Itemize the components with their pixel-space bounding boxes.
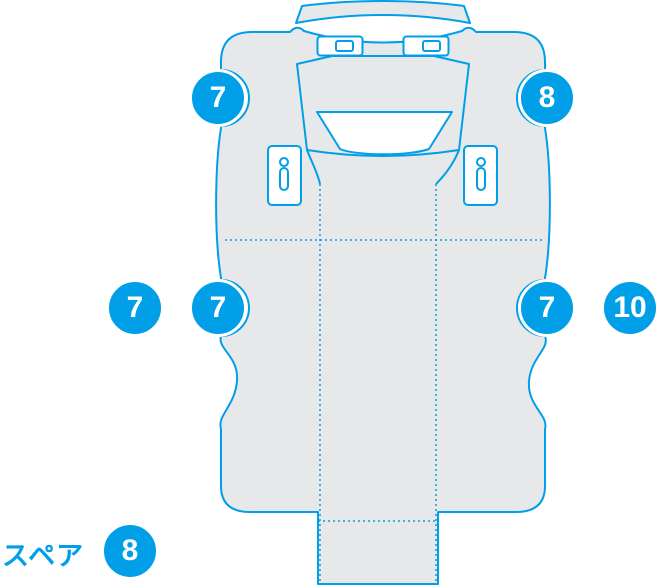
badge-mid-left-outer: 7: [106, 279, 164, 337]
post-slot-left: [316, 35, 364, 57]
badge-top-left: 7: [189, 69, 247, 127]
post-slot-right: [402, 35, 450, 57]
badge-mid-right-inner: 7: [518, 279, 576, 337]
collar-connector-left: [306, 149, 321, 185]
badge-spare: 8: [101, 522, 159, 580]
badge-mid-right-outer: 10: [601, 279, 659, 337]
top-handle-band: [295, 0, 471, 24]
spare-label: スペア: [2, 541, 85, 571]
badge-mid-left-inner: 7: [189, 279, 247, 337]
headrest-collar-outline: [296, 55, 470, 157]
side-tab-left: [267, 145, 302, 206]
side-tab-right: [463, 145, 498, 206]
badge-top-right: 8: [518, 69, 576, 127]
collar-connector-right: [435, 149, 460, 185]
headrest-opening: [316, 111, 453, 156]
